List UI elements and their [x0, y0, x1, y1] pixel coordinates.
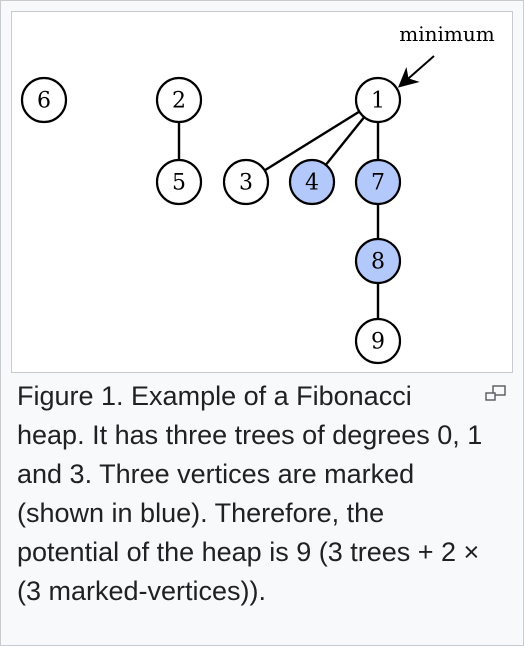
node-label: 7	[371, 171, 385, 196]
node-label: 4	[305, 171, 319, 196]
node-label: 2	[172, 89, 186, 114]
heap-node-8: 8	[354, 237, 402, 285]
heap-node-9: 9	[354, 317, 402, 365]
node-circle	[20, 76, 68, 124]
heap-node-3: 3	[222, 158, 270, 206]
node-label: 8	[371, 250, 385, 275]
node-label: 6	[37, 89, 51, 114]
node-circle	[354, 76, 402, 124]
minimum-annotation: minimum	[399, 22, 494, 46]
heap-node-4: 4	[288, 158, 336, 206]
node-circle	[222, 158, 270, 206]
magnify-icon[interactable]	[485, 385, 507, 401]
fibonacci-heap-diagram: 6 2 5 3 4 1 7 8 9 minimum	[20, 22, 495, 365]
node-circle	[155, 76, 203, 124]
heap-node-5: 5	[155, 158, 203, 206]
nodes: 6 2 5 3 4 1 7 8 9	[20, 76, 402, 365]
heap-node-1: 1	[354, 76, 402, 124]
marked-node-circle	[354, 158, 402, 206]
node-label: 3	[239, 171, 253, 196]
edges	[177, 110, 380, 319]
node-circle	[155, 158, 203, 206]
heap-node-6: 6	[20, 76, 68, 124]
heap-node-7: 7	[354, 158, 402, 206]
marked-node-circle	[288, 158, 336, 206]
node-label: 5	[172, 171, 186, 196]
node-label: 1	[371, 89, 385, 114]
marked-node-circle	[354, 237, 402, 285]
edge-1-4	[324, 116, 366, 166]
edge-1-3	[264, 110, 360, 172]
figure-caption: Figure 1. Example of a Fibonacci heap. I…	[17, 381, 483, 606]
minimum-arrow	[397, 55, 435, 88]
node-label: 9	[371, 330, 385, 355]
node-circle	[354, 317, 402, 365]
heap-node-2: 2	[155, 76, 203, 124]
figure-image[interactable]: 6 2 5 3 4 1 7 8 9 minimum	[11, 11, 513, 373]
